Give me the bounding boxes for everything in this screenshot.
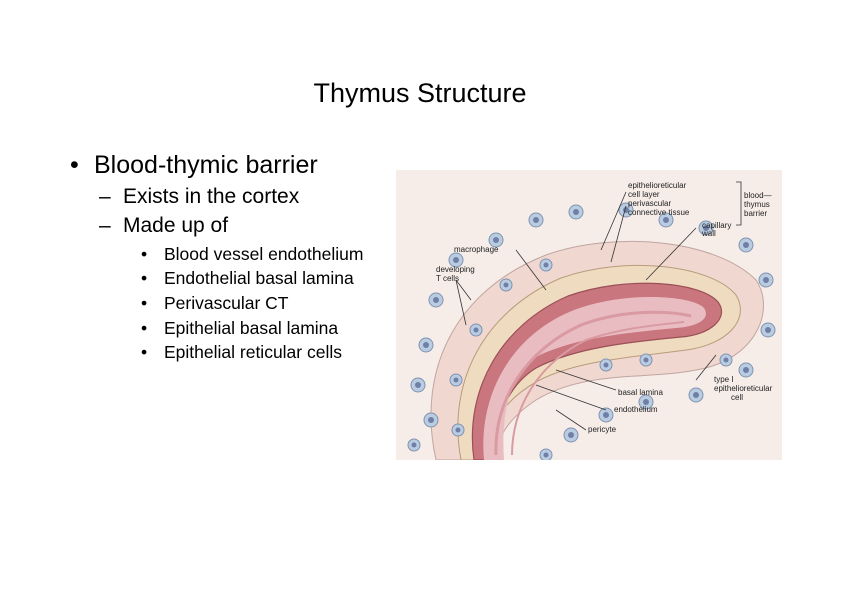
bullet-mark: • xyxy=(141,268,148,289)
label-capillary-2: wall xyxy=(701,229,716,238)
list-item: • Perivascular CT xyxy=(141,291,363,316)
dash-mark: – xyxy=(99,213,111,237)
list-item: • Endothelial basal lamina xyxy=(141,267,363,292)
label-bt-1: blood— xyxy=(744,191,772,200)
blood-stream xyxy=(511,321,685,456)
bullet-mark: • xyxy=(141,317,148,338)
label-pericyte: pericyte xyxy=(588,425,617,434)
label-capillary: capillary xyxy=(702,221,731,230)
bullet-mark: • xyxy=(141,292,148,313)
cell-nuclei xyxy=(411,207,771,458)
label-epi-layer: epithelioreticular xyxy=(628,181,687,190)
list-item-text: Epithelial reticular cells xyxy=(164,342,342,363)
sub-bullet: – Exists in the cortex xyxy=(99,182,363,211)
thymus-barrier-illustration: epithelioreticular cell layer perivascul… xyxy=(396,170,782,462)
label-perivascular: perivascular xyxy=(628,199,671,208)
label-endothelium: endothelium xyxy=(614,405,658,414)
sub-bullet-text: Exists in the cortex xyxy=(123,184,300,208)
sub-bullet-text: Made up of xyxy=(123,213,229,237)
label-perivascular-2: connective tissue xyxy=(628,208,690,217)
list-item: • Blood vessel endothelium xyxy=(141,242,363,267)
label-type1: type I xyxy=(714,375,734,384)
illustration-svg: epithelioreticular cell layer perivascul… xyxy=(396,170,782,462)
label-developing: developing xyxy=(436,265,475,274)
list-item-text: Epithelial basal lamina xyxy=(164,317,339,338)
label-bt-3: barrier xyxy=(744,209,767,218)
leader-lines xyxy=(455,181,742,431)
list-item-text: Perivascular CT xyxy=(164,292,289,313)
label-basal: basal lamina xyxy=(618,388,663,397)
list-item-text: Endothelial basal lamina xyxy=(164,268,354,289)
label-bt-2: thymus xyxy=(744,200,770,209)
label-epi-layer-2: cell layer xyxy=(628,190,660,199)
label-type1-b: epithelioreticular xyxy=(714,384,773,393)
bullet-mark: • xyxy=(141,342,148,363)
label-macrophage: macrophage xyxy=(454,245,499,254)
bullet-text: Blood-thymic barrier xyxy=(94,150,318,179)
sub-bullet: – Made up of xyxy=(99,211,363,240)
slide-title: Thymus Structure xyxy=(313,78,527,108)
capillary-lumen xyxy=(483,296,706,460)
list-item-text: Blood vessel endothelium xyxy=(164,243,364,264)
label-tcells: T cells xyxy=(436,274,459,283)
list-item: • Epithelial basal lamina xyxy=(141,316,363,341)
dash-mark: – xyxy=(99,184,111,208)
bullet-level1: • Blood-thymic barrier xyxy=(70,148,363,182)
blood-stream xyxy=(494,310,692,456)
label-type1-c: cell xyxy=(731,393,743,402)
list-item: • Epithelial reticular cells xyxy=(141,340,363,365)
component-list: • Blood vessel endothelium • Endothelial b… xyxy=(141,242,363,365)
bullet-mark: • xyxy=(70,150,79,179)
bullet-list: • Blood-thymic barrier – Exists in the c… xyxy=(70,148,363,365)
bullet-mark: • xyxy=(141,243,148,264)
